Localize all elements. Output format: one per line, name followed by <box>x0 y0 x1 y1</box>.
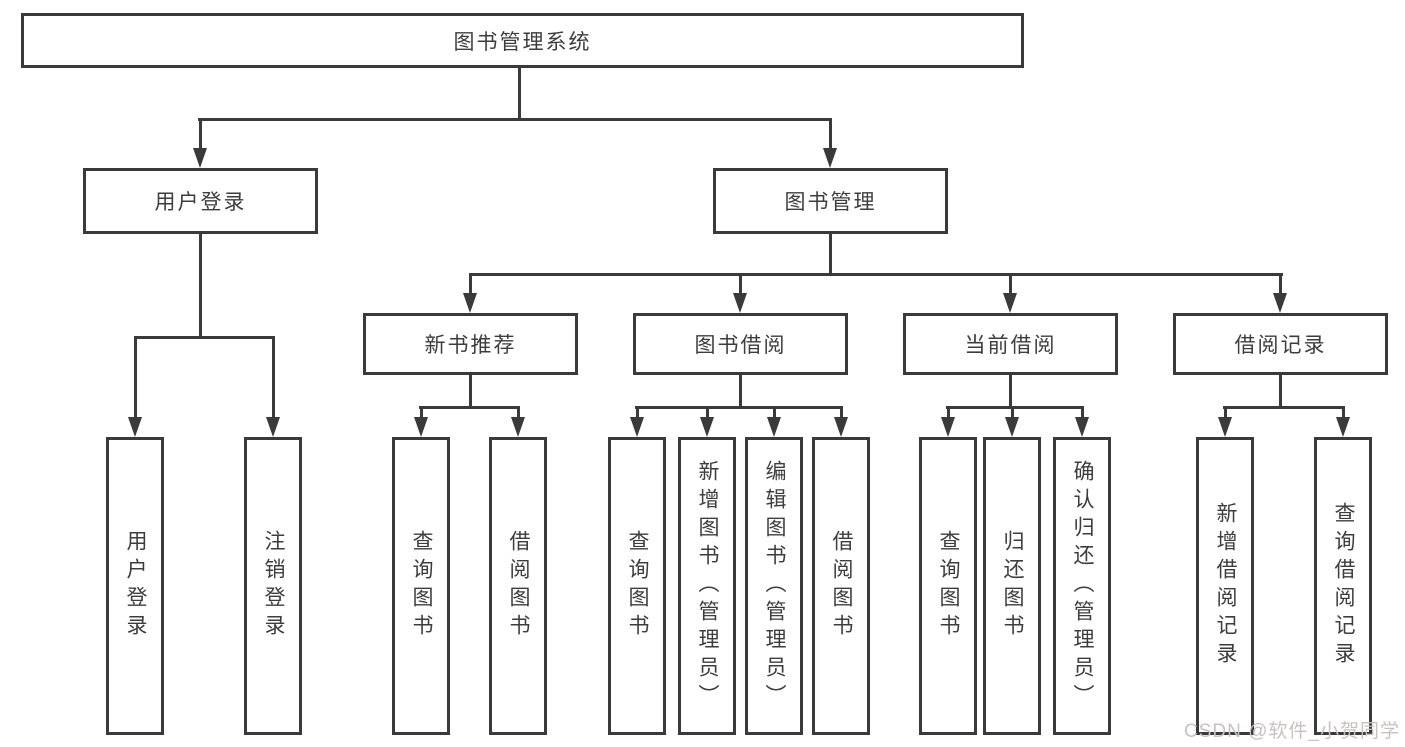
leaf-bb-query-book: 查询图书 <box>608 437 666 735</box>
connector-line <box>1081 406 1084 419</box>
connector-line <box>199 234 202 338</box>
connector-line <box>134 336 137 419</box>
connector-line <box>739 273 742 295</box>
connector-line <box>272 336 275 419</box>
arrow-down-icon <box>1218 417 1232 437</box>
leaf-br-add-record: 新增借阅记录 <box>1196 437 1254 735</box>
arrow-down-icon <box>941 417 955 437</box>
leaf-cb-query-book: 查询图书 <box>919 437 977 735</box>
leaf-nb-query-book: 查询图书 <box>392 437 450 735</box>
connector-line <box>636 406 639 419</box>
leaf-nb-borrow-book: 借阅图书 <box>489 437 547 735</box>
connector-line <box>1279 273 1282 295</box>
node-borrow-record: 借阅记录 <box>1173 313 1388 375</box>
arrow-down-icon <box>1273 293 1287 313</box>
connector-line <box>946 406 1084 409</box>
node-book-management: 图书管理 <box>713 168 948 234</box>
node-user-login: 用户登录 <box>83 168 318 234</box>
arrow-down-icon <box>414 417 428 437</box>
leaf-cb-confirm-return-admin: 确认归还（管理员） <box>1053 437 1111 735</box>
connector-line <box>1011 406 1014 419</box>
arrow-down-icon <box>700 417 714 437</box>
connector-line <box>1224 406 1227 419</box>
connector-line <box>1279 375 1282 408</box>
connector-line <box>134 336 275 339</box>
csdn-watermark: CSDN @软件_小贺同学 <box>1184 721 1400 742</box>
connector-line <box>947 406 950 419</box>
connector-line <box>469 273 472 295</box>
connector-line <box>199 118 202 150</box>
connector-line <box>517 406 520 419</box>
arrow-down-icon <box>767 417 781 437</box>
connector-line <box>1009 375 1012 408</box>
connector-line <box>1009 273 1012 295</box>
arrow-down-icon <box>1075 417 1089 437</box>
leaf-logout: 注销登录 <box>244 437 302 735</box>
connector-line <box>829 118 832 150</box>
connector-line <box>420 406 423 419</box>
connector-line <box>706 406 709 419</box>
connector-line <box>518 68 521 120</box>
connector-line <box>198 118 832 121</box>
node-new-book-recommend: 新书推荐 <box>363 313 578 375</box>
connector-line <box>773 406 776 419</box>
leaf-bb-borrow-book: 借阅图书 <box>812 437 870 735</box>
connector-line <box>739 375 742 408</box>
connector-line <box>419 406 520 409</box>
connector-line <box>840 406 843 419</box>
arrow-down-icon <box>266 417 280 437</box>
arrow-down-icon <box>1005 417 1019 437</box>
leaf-cb-return-book: 归还图书 <box>983 437 1041 735</box>
leaf-br-query-record: 查询借阅记录 <box>1314 437 1372 735</box>
arrow-down-icon <box>128 417 142 437</box>
connector-line <box>829 234 832 275</box>
node-book-borrow: 图书借阅 <box>633 313 848 375</box>
arrow-down-icon <box>834 417 848 437</box>
connector-line <box>635 406 843 409</box>
arrow-down-icon <box>193 148 207 168</box>
arrow-down-icon <box>733 293 747 313</box>
arrow-down-icon <box>463 293 477 313</box>
connector-line <box>469 375 472 408</box>
connector-line <box>1223 406 1345 409</box>
arrow-down-icon <box>1336 417 1350 437</box>
leaf-user-login: 用户登录 <box>106 437 164 735</box>
node-current-borrow: 当前借阅 <box>903 313 1118 375</box>
arrow-down-icon <box>823 148 837 168</box>
node-root: 图书管理系统 <box>21 13 1024 68</box>
arrow-down-icon <box>1003 293 1017 313</box>
arrow-down-icon <box>630 417 644 437</box>
arrow-down-icon <box>511 417 525 437</box>
connector-line <box>1342 406 1345 419</box>
leaf-bb-add-book-admin: 新增图书（管理员） <box>678 437 736 735</box>
leaf-bb-edit-book-admin: 编辑图书（管理员） <box>745 437 803 735</box>
connector-line <box>469 273 1283 276</box>
